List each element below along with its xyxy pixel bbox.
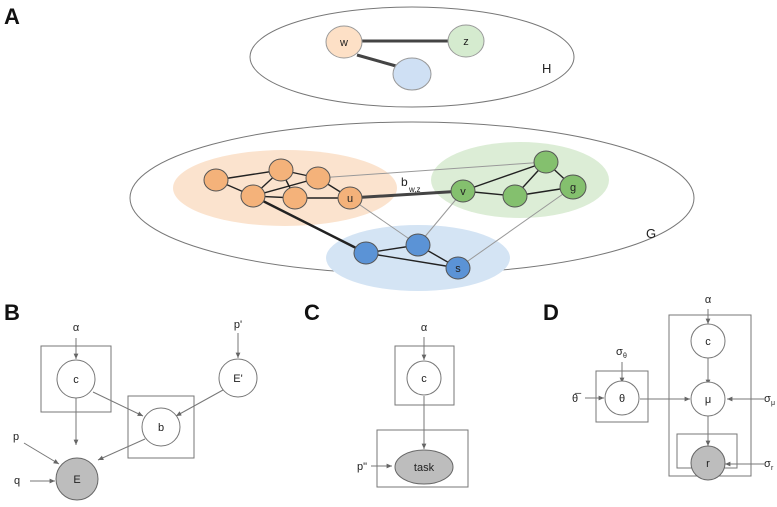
d-sigma-theta-sub: θ <box>623 353 627 360</box>
b-c-label: c <box>73 374 79 386</box>
edge-u-v <box>349 189 464 200</box>
node-b-c <box>56 359 96 399</box>
d-sigma-mu-sub: μ <box>771 400 775 407</box>
node-r <box>690 445 726 481</box>
panel-a-label: A <box>4 4 20 29</box>
node-s <box>445 256 471 280</box>
node-orange-5 <box>282 186 308 210</box>
node-b <box>141 407 181 447</box>
node-blue-2 <box>405 233 431 257</box>
node-g-label: g <box>570 182 576 194</box>
edge-bwz-subscript: w,z <box>408 185 421 194</box>
node-v-label: v <box>460 186 466 198</box>
node-h-blue <box>392 57 432 91</box>
blue-nodes <box>353 233 471 280</box>
d-c-label: c <box>705 336 711 348</box>
node-u <box>337 186 363 210</box>
node-theta <box>604 380 640 416</box>
b-e-label: E <box>73 474 80 486</box>
d-theta-label: θ <box>619 393 625 405</box>
panel-d-edges <box>585 309 764 467</box>
b-b-label: b <box>158 422 164 434</box>
edge-bwz-label: b <box>401 175 408 189</box>
node-orange-4 <box>240 184 266 208</box>
graph-h-label: H <box>542 61 551 76</box>
node-v <box>450 179 476 203</box>
node-w-label: w <box>339 37 348 49</box>
node-green-1 <box>533 150 559 174</box>
panel-c-edges <box>371 337 427 469</box>
d-r-label: r <box>706 458 710 470</box>
panel-c-label: C <box>304 300 320 325</box>
c-alpha-label: α <box>421 322 428 334</box>
node-green-2 <box>502 184 528 208</box>
plate-task <box>376 429 469 488</box>
b-q-label: q <box>14 475 20 487</box>
b-p-label: p <box>13 431 19 443</box>
edge-w-blue <box>356 53 397 68</box>
node-d-c <box>690 323 726 359</box>
panel-b-edges <box>23 333 241 484</box>
node-blue-1 <box>353 241 379 265</box>
node-z <box>447 24 485 58</box>
node-e-prime <box>218 358 258 398</box>
graph-h: w z H <box>249 6 575 108</box>
orange-nodes <box>203 158 363 210</box>
d-sigma-theta-label: σ <box>616 346 623 358</box>
node-u-label: u <box>347 193 353 205</box>
node-task <box>394 449 454 485</box>
node-w <box>325 25 363 59</box>
graph-g-label: G <box>646 226 656 241</box>
node-mu <box>690 381 726 417</box>
cluster-green <box>431 142 609 218</box>
plate-b <box>127 395 195 459</box>
node-g <box>559 174 587 200</box>
c-c-label: c <box>421 373 427 385</box>
cluster-orange <box>173 150 397 226</box>
c-p-dbl-label: p" <box>357 461 367 473</box>
d-theta-bar-label: θ̅ <box>572 393 582 405</box>
graph-h-boundary <box>249 6 575 108</box>
node-e <box>55 457 99 501</box>
node-orange-1 <box>203 168 229 192</box>
b-alpha-label: α <box>73 322 80 334</box>
node-orange-2 <box>268 158 294 182</box>
panel-d: α c μ θ r θ̅ σ θ σ μ σ r <box>572 294 775 481</box>
b-p-prime-label: p' <box>234 319 242 331</box>
c-task-label: task <box>414 462 435 474</box>
panel-d-label: D <box>543 300 559 325</box>
node-s-label: s <box>455 263 461 275</box>
d-mu-label: μ <box>705 394 711 406</box>
node-orange-3 <box>305 166 331 190</box>
graph-g: u v g s b w,z G <box>129 121 695 291</box>
node-z-label: z <box>463 36 469 48</box>
panel-c: α c p" task <box>357 322 469 488</box>
edge-orange-blue <box>252 194 367 255</box>
d-sigma-mu-label: σ <box>764 393 771 405</box>
d-sigma-r-label: σ <box>764 458 771 470</box>
d-sigma-r-sub: r <box>771 465 774 472</box>
node-c-c <box>406 360 442 396</box>
b-e-prime-label: E' <box>233 373 242 385</box>
panel-b: α c p' E' b p q E <box>13 319 258 501</box>
green-nodes <box>450 150 587 208</box>
panel-b-label: B <box>4 300 20 325</box>
d-alpha-label: α <box>705 294 712 306</box>
